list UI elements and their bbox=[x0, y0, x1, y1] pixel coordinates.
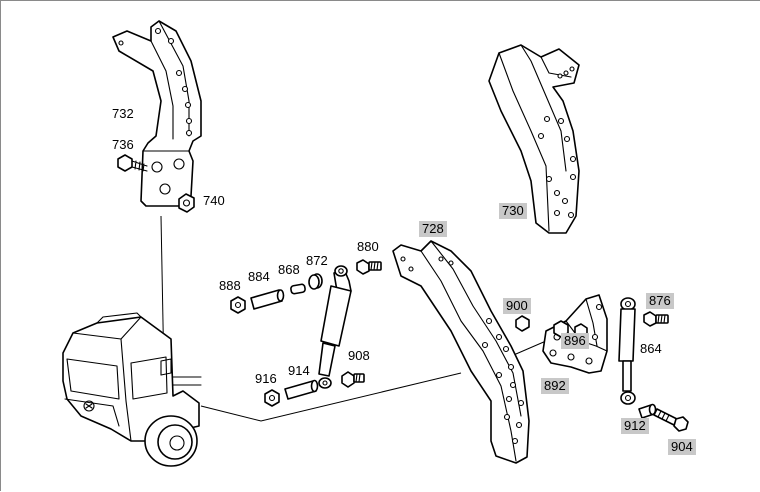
truck-wheel bbox=[144, 415, 198, 467]
label-730: 730 bbox=[499, 203, 527, 219]
label-916: 916 bbox=[255, 371, 277, 386]
bolt-880 bbox=[356, 259, 382, 275]
label-868: 868 bbox=[278, 262, 300, 277]
label-732: 732 bbox=[112, 106, 134, 121]
label-740: 740 bbox=[203, 193, 225, 208]
sleeve-912 bbox=[638, 403, 657, 419]
label-888: 888 bbox=[219, 278, 241, 293]
nut-740 bbox=[178, 193, 195, 213]
bolt-908 bbox=[341, 371, 365, 388]
bracket-730 bbox=[488, 44, 580, 234]
label-884: 884 bbox=[248, 269, 270, 284]
label-914: 914 bbox=[288, 363, 310, 378]
label-892: 892 bbox=[541, 378, 569, 394]
pin-868 bbox=[290, 283, 306, 295]
label-876: 876 bbox=[646, 293, 674, 309]
label-908: 908 bbox=[348, 348, 370, 363]
label-864: 864 bbox=[640, 341, 662, 356]
sleeve-884 bbox=[250, 289, 285, 310]
shock-absorber-left bbox=[318, 265, 352, 389]
bracket-728 bbox=[392, 240, 530, 464]
nut-900 bbox=[515, 315, 530, 332]
label-736: 736 bbox=[112, 137, 134, 152]
label-872: 872 bbox=[306, 253, 328, 268]
ring-872 bbox=[308, 273, 323, 290]
bolt-876 bbox=[643, 311, 669, 327]
label-880: 880 bbox=[357, 239, 379, 254]
shock-absorber-864 bbox=[618, 297, 636, 405]
sleeve-914-hw bbox=[284, 379, 319, 400]
label-900: 900 bbox=[503, 298, 531, 314]
nut-888 bbox=[230, 296, 246, 314]
nut-916 bbox=[264, 389, 280, 407]
bracket-732 bbox=[112, 20, 202, 207]
label-896: 896 bbox=[561, 333, 589, 349]
label-904: 904 bbox=[668, 439, 696, 455]
label-728: 728 bbox=[419, 221, 447, 237]
truck-cab bbox=[62, 312, 202, 442]
label-912: 912 bbox=[621, 418, 649, 434]
bolt-736 bbox=[117, 154, 148, 172]
bolt-904 bbox=[653, 408, 689, 432]
